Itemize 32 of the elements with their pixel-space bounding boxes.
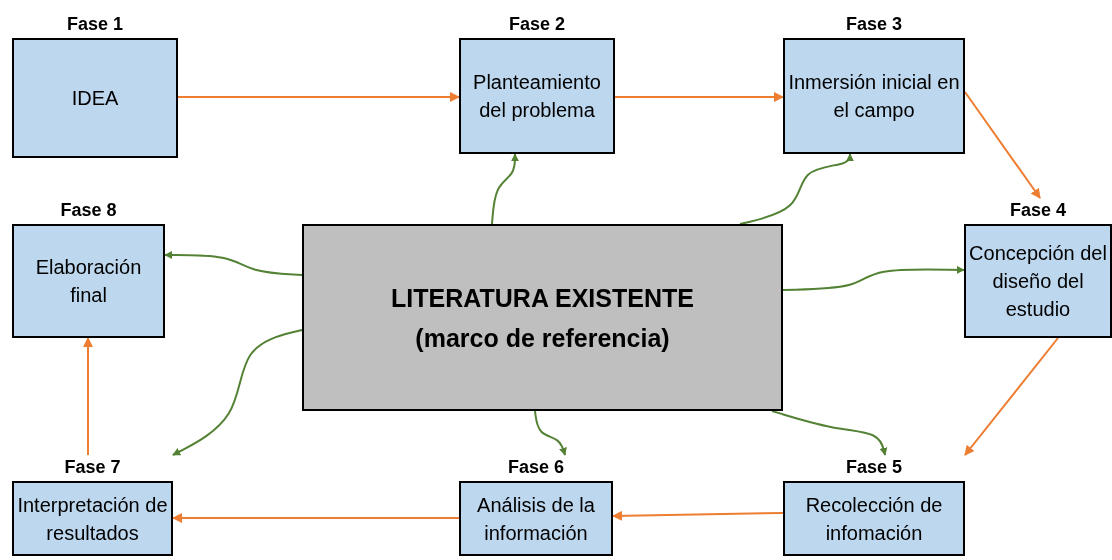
central-text: LITERATURA EXISTENTE (391, 282, 694, 314)
arrow (964, 337, 1059, 456)
phase-heading: Fase 6 (507, 456, 564, 479)
box-text: Planteamiento del problema (472, 70, 602, 123)
box-text: Concepción del diseño del estudio (968, 241, 1108, 322)
arrow (164, 251, 303, 276)
box-text: Recolección de infomación (804, 492, 944, 546)
phase-heading: Fase 2 (508, 13, 565, 36)
arrow (83, 337, 93, 456)
phase-heading: Fase 8 (60, 199, 117, 222)
arrow (782, 265, 965, 291)
arrow (612, 510, 784, 521)
box-text: Interpretación de resultados (16, 492, 169, 546)
arrow (534, 410, 567, 456)
arrow (177, 92, 460, 102)
arrow (491, 153, 519, 225)
arrow (739, 153, 854, 225)
phase-heading: Fase 4 (1009, 199, 1066, 222)
phase-heading: Fase 5 (845, 456, 902, 479)
arrow (614, 92, 784, 102)
box-text: IDEA (71, 86, 119, 111)
arrow (964, 91, 1041, 199)
arrow (172, 513, 460, 523)
box-text: Análisis de la información (476, 492, 596, 546)
phase-heading: Fase 3 (845, 13, 902, 36)
arrow (771, 410, 888, 456)
phase-heading: Fase 7 (64, 456, 121, 479)
box-text: Inmersión inicial en el campo (787, 70, 961, 123)
box-text: Elaboración final (34, 255, 143, 308)
phase-heading: Fase 1 (66, 13, 123, 36)
central-text: (marco de referencia) (415, 322, 670, 354)
arrow (172, 329, 303, 456)
